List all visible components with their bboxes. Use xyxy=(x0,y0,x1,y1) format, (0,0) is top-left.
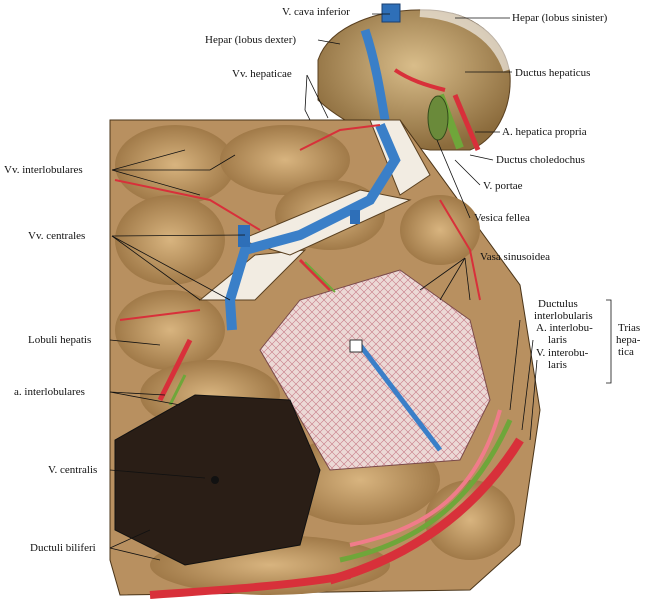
label-ductuli-biliferi: Ductuli biliferi xyxy=(30,542,96,554)
label-a-interlobularis-2: laris xyxy=(548,334,567,346)
label-v-interlobularis-2: laris xyxy=(548,359,567,371)
label-vasa-sinusoidea: Vasa sinusoidea xyxy=(480,251,550,263)
label-v-portae: V. portae xyxy=(483,180,523,192)
label-ductulus-interlobularis-2: interlobularis xyxy=(534,310,593,322)
label-vv-hepaticae: Vv. hepaticae xyxy=(232,68,292,80)
label-v-interlobularis-1: V. interobu- xyxy=(536,347,589,359)
label-ductus-hepaticus: Ductus hepaticus xyxy=(515,67,591,79)
leader-lines xyxy=(109,13,612,561)
label-a-hepatica-propria: A. hepatica propria xyxy=(502,126,587,138)
label-a-interlobularis-1: A. interlobu- xyxy=(536,322,593,334)
label-ductulus-interlobularis-1: Ductulus xyxy=(538,298,578,310)
label-trias-3: tica xyxy=(618,346,634,358)
label-trias-2: hepa- xyxy=(616,334,641,346)
label-hepar-lobus-sinister: Hepar (lobus sinister) xyxy=(512,12,608,24)
whole-liver xyxy=(317,3,513,151)
label-vv-interlobulares: Vv. interlobulares xyxy=(4,164,83,176)
label-v-centralis: V. centralis xyxy=(48,464,98,476)
label-vesica-fellea: Vesica fellea xyxy=(474,212,530,224)
label-vv-centrales: Vv. centrales xyxy=(28,230,86,242)
label-ductus-choledochus: Ductus choledochus xyxy=(496,154,585,166)
magnified-block xyxy=(109,119,541,599)
label-v-cava-inferior: V. cava inferior xyxy=(282,6,350,18)
label-trias-1: Trias xyxy=(618,322,641,334)
label-aa-interlobulares: a. interlobulares xyxy=(14,386,85,398)
label-lobuli-hepatis: Lobuli hepatis xyxy=(28,334,92,346)
label-hepar-lobus-dexter: Hepar (lobus dexter) xyxy=(205,34,297,46)
